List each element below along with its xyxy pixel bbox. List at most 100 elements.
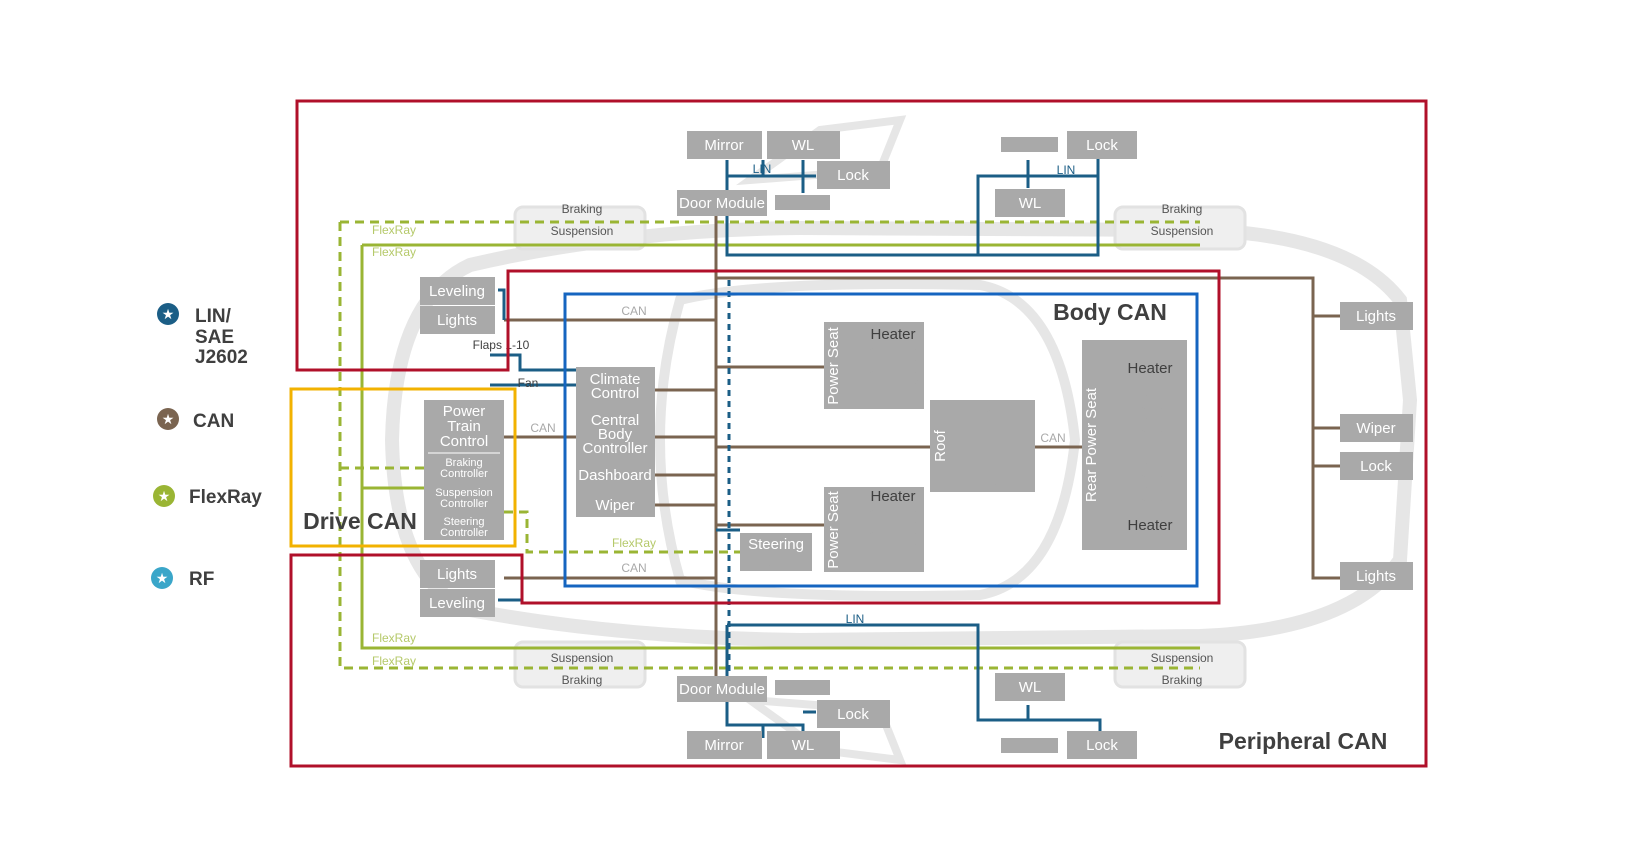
lin-label: LIN <box>1057 163 1076 177</box>
suspension-label: Suspension <box>551 651 614 665</box>
wl-label: WL <box>792 137 815 154</box>
legend-can-label: CAN <box>193 411 234 432</box>
switch-panel-icon <box>775 680 830 695</box>
heater-label: Heater <box>1127 517 1172 534</box>
power-train-control-label-3: Control <box>440 433 488 450</box>
lights-bottom-left-module: Lights <box>420 560 495 588</box>
flaps-label: Flaps 1-10 <box>473 338 530 352</box>
lock-label: Lock <box>837 167 869 184</box>
legend-rf-label: RF <box>189 569 214 590</box>
rf-star-circle-icon <box>151 567 173 589</box>
steering-module: Steering <box>740 533 812 571</box>
steering-controller-label-2: Controller <box>440 527 488 539</box>
wiper-label: Wiper <box>1356 420 1395 437</box>
central-body-controller-label-2: Body <box>598 426 633 443</box>
body-controllers-module: Climate Control Central Body Controller … <box>576 367 655 517</box>
lights-right-top-module: Lights <box>1340 302 1413 330</box>
mirror-label: Mirror <box>704 137 743 154</box>
door-module-top: Door Module <box>677 190 767 216</box>
peripheral-can-label: Peripheral CAN <box>1219 728 1388 754</box>
wheel-labels: Braking Suspension Braking Suspension Su… <box>551 202 1214 687</box>
flexray-label: FlexRay <box>372 654 416 668</box>
lin-star-circle-icon <box>157 303 179 325</box>
drive-controllers-module: Power Train Control Braking Controller S… <box>424 400 504 540</box>
can-label: CAN <box>621 304 646 318</box>
lock-top-left-module: Lock <box>817 161 890 189</box>
steering-label: Steering <box>748 536 804 553</box>
legend-item-rf: ★ RF <box>151 567 214 590</box>
body-can-border <box>563 292 1199 588</box>
suspension-label: Suspension <box>1151 224 1214 238</box>
lock-bottom-left-module: Lock <box>817 700 890 728</box>
rear-power-seat-label: Rear Power Seat <box>1083 387 1100 502</box>
mirror-bottom-module: Mirror <box>687 731 762 759</box>
lock-label: Lock <box>1360 458 1392 475</box>
legend-lin-line-3: J2602 <box>195 347 248 368</box>
lin-label: LIN <box>846 612 865 626</box>
suspension-controller-label-1: Suspension <box>435 487 493 499</box>
power-train-control-label-1: Power <box>443 403 486 420</box>
switch-panel-icon <box>775 195 830 210</box>
can-star-circle-icon <box>157 408 179 430</box>
climate-control-label-2: Control <box>591 385 639 402</box>
peripheral-can-top-border <box>289 99 1428 768</box>
suspension-controller-label-2: Controller <box>440 498 488 510</box>
lock-top-right-module: Lock <box>1067 131 1137 159</box>
power-seat-label: Power Seat <box>825 490 842 568</box>
lin-bus <box>490 145 1102 738</box>
heater-label: Heater <box>870 326 915 343</box>
flexray-bus <box>338 220 1200 670</box>
lights-label: Lights <box>437 312 477 329</box>
wl-label: WL <box>792 737 815 754</box>
wiper-right-module: Wiper <box>1340 414 1413 442</box>
wl-label: WL <box>1019 679 1042 696</box>
fan-label: Fan <box>518 376 539 390</box>
central-body-controller-label-1: Central <box>591 412 639 429</box>
switch-panel-icon <box>1001 738 1058 753</box>
power-seat-front-module: Power Seat Heater <box>824 322 924 409</box>
lights-label: Lights <box>1356 308 1396 325</box>
body-can-label: Body CAN <box>1053 299 1167 325</box>
mirror-top-module: Mirror <box>687 131 762 159</box>
lights-top-left-module: Lights <box>420 306 495 334</box>
switch-panel-icons <box>775 137 1058 753</box>
leveling-label: Leveling <box>429 283 485 300</box>
flexray-label: FlexRay <box>612 536 656 550</box>
wl-bottom-right-module: WL <box>995 673 1065 701</box>
lights-label: Lights <box>1356 568 1396 585</box>
legend-flexray-label: FlexRay <box>189 487 262 508</box>
braking-label: Braking <box>562 673 603 687</box>
wl-top-left-module: WL <box>767 131 840 159</box>
flexray-star-circle-icon <box>153 485 175 507</box>
legend-item-flexray: ★ FlexRay <box>153 485 262 508</box>
legend-item-lin: ★ LIN/ SAE J2602 <box>157 303 248 368</box>
rear-power-seat-module: Rear Power Seat Heater Heater <box>1082 340 1187 550</box>
wheel-wells <box>513 205 1247 689</box>
lock-label: Lock <box>837 706 869 723</box>
heater-label: Heater <box>870 488 915 505</box>
can-label: CAN <box>1040 431 1065 445</box>
lock-bottom-right-module: Lock <box>1067 731 1137 759</box>
svg-text:★: ★ <box>156 570 169 586</box>
lock-label: Lock <box>1086 137 1118 154</box>
heater-label: Heater <box>1127 360 1172 377</box>
braking-label: Braking <box>1162 673 1203 687</box>
leveling-top-module: Leveling <box>420 277 495 305</box>
legend-lin-line-1: LIN/ <box>195 306 232 327</box>
lin-label: LIN <box>753 162 772 176</box>
lock-right-module: Lock <box>1340 452 1413 480</box>
roof-module: Roof <box>930 400 1035 492</box>
braking-controller-label-2: Controller <box>440 468 488 480</box>
steering-controller-label-1: Steering <box>444 516 485 528</box>
lights-label: Lights <box>437 566 477 583</box>
wl-top-right-module: WL <box>995 189 1065 217</box>
power-train-control-label-2: Train <box>447 418 481 435</box>
switch-panel-icon <box>1001 137 1058 152</box>
door-module-label: Door Module <box>679 681 765 698</box>
roof-label: Roof <box>932 429 949 462</box>
door-module-label: Door Module <box>679 195 765 212</box>
drive-can-border <box>289 387 517 548</box>
wiper-label: Wiper <box>595 497 634 514</box>
braking-label: Braking <box>562 202 603 216</box>
mirror-label: Mirror <box>704 737 743 754</box>
